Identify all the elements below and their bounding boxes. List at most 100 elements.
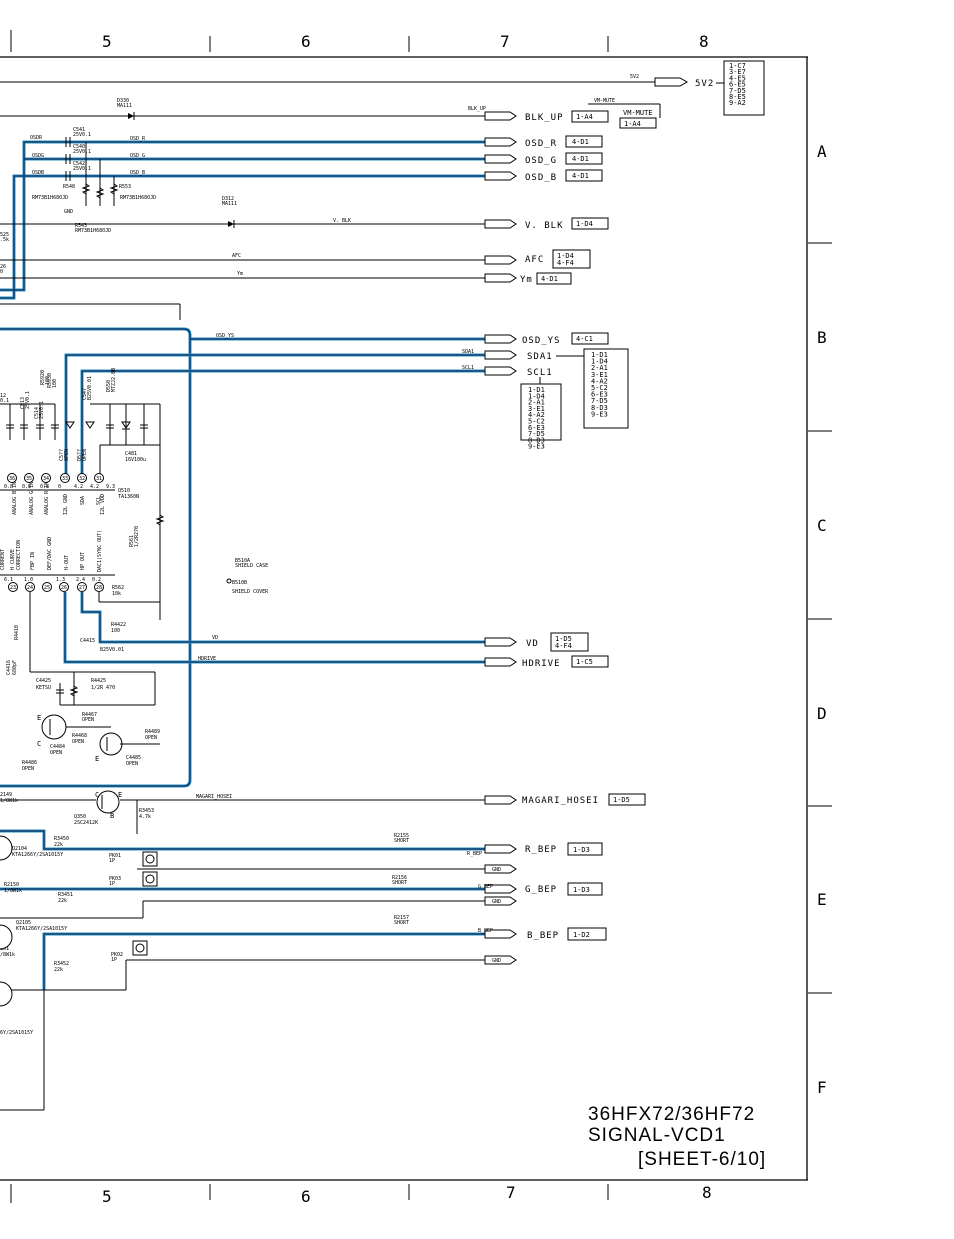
row-label-c: C (817, 516, 827, 535)
connector-label-hdrive: HDRIVE (522, 659, 561, 669)
pin-24: 24 (27, 585, 33, 591)
connector-label-5v2: 5V2 (695, 79, 714, 89)
connector-label-sda1: SDA1 (527, 352, 553, 362)
pin-bv-1: 1.0 (24, 577, 33, 583)
c4415-val: B25V0.01 (100, 647, 124, 653)
r4410-label: R4410 (14, 625, 20, 640)
connector-label-v-blk: V. BLK (525, 221, 564, 231)
pin-25: 25 (44, 585, 50, 591)
pin-bv-3: 2.4 (76, 577, 85, 583)
net-label-afc: AFC (232, 253, 241, 259)
title-sheet: [SHEET-6/10] (638, 1149, 766, 1170)
pin-name-b0: CURRENT (0, 549, 6, 570)
pin-name-b6: DAC1(SYNC OUT) (97, 530, 103, 572)
pin-33: 33 (62, 476, 68, 482)
net-label-osd-ys: OSD_YS (216, 333, 234, 339)
row-label-a: A (817, 142, 827, 161)
ref-r-bep: 1-D3 (573, 846, 590, 854)
net-label-sda1: SDA1 (462, 349, 474, 355)
gnd-label: GND (64, 209, 73, 215)
col-label-8-top: 8 (699, 32, 709, 51)
row-label-d: D (817, 704, 827, 723)
col-label-7-top: 7 (500, 32, 510, 51)
pin-name-3: I2L GND (63, 494, 69, 515)
cap-c540 (65, 154, 71, 164)
svg-text:C: C (95, 791, 99, 799)
pin-27: 27 (79, 585, 85, 591)
connector-label-afc: AFC (525, 255, 544, 265)
connector-label-magari: MAGARI_HOSEI (522, 796, 599, 806)
svg-text:E: E (37, 714, 41, 722)
ref-g-bep: 1-D3 (573, 886, 590, 894)
net-label-g-bep: G_BEP (478, 884, 493, 890)
ref-osd-g: 4-D1 (572, 155, 589, 163)
osdr-label: OSDR (30, 135, 43, 141)
ref-b-bep: 1-D2 (573, 931, 590, 939)
r553-label: R553 (119, 184, 131, 190)
net-label-vd: VD (212, 635, 218, 641)
net-osd-ys: OSD_YS OSD_YS 4-C1 (0, 327, 609, 788)
row-label-f: F (817, 1078, 827, 1097)
pin-v-1: 0.8 (22, 484, 31, 490)
d550-label: D550MTZJ2.0B (106, 368, 117, 392)
c4416-label: C4416680pF (6, 660, 18, 675)
pin-name-6: I2L VDD (100, 494, 106, 515)
osdb-label: OSDB (32, 170, 44, 176)
net-label-b-bep: B_BEP (478, 928, 493, 934)
pin-name-b2: FBP IN (30, 552, 36, 570)
gnd-tag-1: GND (492, 867, 501, 873)
connector-label-ym: Ym (520, 275, 533, 285)
pin-name-1: ANALOG G IN (29, 482, 35, 515)
r525-label: 525.5k (0, 232, 9, 243)
pin-28: 28 (96, 585, 102, 591)
pin-v-6: 9.3 (106, 484, 115, 490)
cn13-label: CN1325V0.1 (20, 391, 31, 409)
pin-36: 36 (9, 476, 15, 482)
net-bep: R_BEP G_BEP B_BEP R_BEP G_BEP B_BEP 1-D3… (0, 829, 607, 1111)
svg-text:E: E (95, 755, 99, 763)
pin-name-0: ANALOG B IN (12, 482, 18, 515)
net-label-blk-up: BLK_UP (468, 106, 486, 112)
grid-labels: 5 6 7 8 5 6 7 8 A B C D E F (102, 32, 827, 1206)
pin-name-b4: H-OUT (64, 555, 70, 570)
connector-label-osd-b: OSD_B (525, 173, 557, 183)
pin-name-b3: DEF/DAC GND (47, 537, 53, 570)
col-label-7-bottom: 7 (506, 1183, 516, 1202)
net-label-v-blk: V. BLK (333, 218, 351, 224)
ic-top-pins: 36 35 34 33 32 31 0.8 0.8 0.8 0 4.2 4.2 … (4, 473, 115, 490)
pin-name-b5: HP OUT (80, 552, 86, 570)
pin-31: 31 (96, 476, 102, 482)
ref-vm-mute: 1-A4 (624, 120, 641, 128)
connector-label-osd-ys: OSD_YS (522, 336, 561, 346)
